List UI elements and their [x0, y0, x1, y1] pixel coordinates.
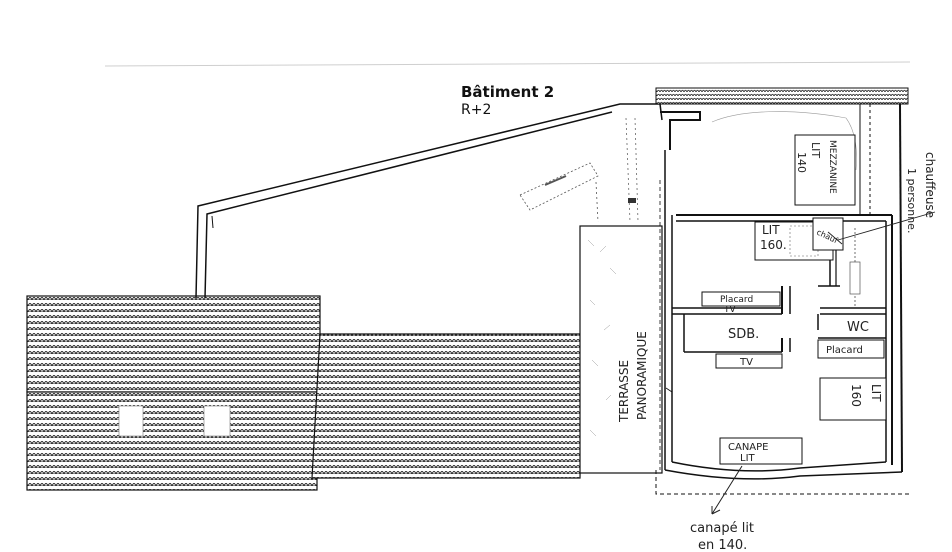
pointer-chauffeuse [837, 211, 936, 241]
tv-2-label: TV [739, 357, 753, 368]
roof-strip-top [655, 87, 909, 105]
bed-160-label-line1: LIT [762, 223, 780, 237]
roof-left-upper [26, 295, 321, 393]
building-walls [655, 103, 910, 495]
sofa-bed-label-line1: CANAPE [728, 442, 769, 453]
roof-skylight-1 [118, 405, 144, 437]
sofa-bed-label-line2: LIT [740, 453, 756, 464]
bathroom-label: SDB. [728, 327, 759, 342]
placard-2-label: Placard [826, 345, 863, 356]
terrace-label-line1: TERRASSE [617, 360, 631, 423]
terrace-scribbles [587, 239, 617, 437]
annotation-sofa-line2: en 140. [698, 538, 747, 552]
upper-wall-inner [204, 111, 613, 299]
building-level: R+2 [461, 102, 492, 118]
mezzanine-label: MEZZANINE [827, 140, 837, 194]
mezzanine-outline [711, 111, 857, 171]
roof-middle [311, 333, 583, 479]
wc-label: WC [847, 320, 869, 335]
terrace-label-line2: PANORAMIQUE [635, 331, 649, 420]
bed-160b-label-line2: 160 [849, 384, 863, 407]
pointer-sofa [711, 465, 743, 515]
building-title: Bâtiment 2 [461, 83, 555, 101]
upper-wall-outer [195, 103, 663, 299]
terrace-area [579, 225, 663, 474]
roof-skylight-2 [203, 405, 231, 437]
bed-140-box [794, 134, 856, 206]
annotation-chauffeuse-line2: 1 personne. [905, 168, 918, 233]
chauffeuse-box [812, 217, 844, 251]
bed-160-label-line2: 160. [760, 238, 787, 252]
tv-1-label: TV [723, 305, 736, 315]
bed-140-label-line1: LIT [809, 142, 822, 158]
bed-160b-box [819, 377, 887, 421]
bed-160b-label-line1: LIT [869, 384, 883, 402]
page-guide-line [104, 61, 911, 67]
placard-2-box [817, 339, 885, 359]
annotation-chauffeuse-line1: chauffeuse [923, 152, 937, 218]
annotation-sofa-line1: canapé lit [690, 521, 754, 536]
tv-2-box [715, 353, 783, 369]
placard-1-label: Placard [720, 295, 753, 305]
sofa-bed-box [719, 437, 803, 465]
bed-140-label-line2: 140 [795, 152, 808, 173]
stair-sketch [519, 117, 639, 223]
placard-1-box [701, 291, 781, 307]
roof-left-lower [26, 391, 318, 491]
